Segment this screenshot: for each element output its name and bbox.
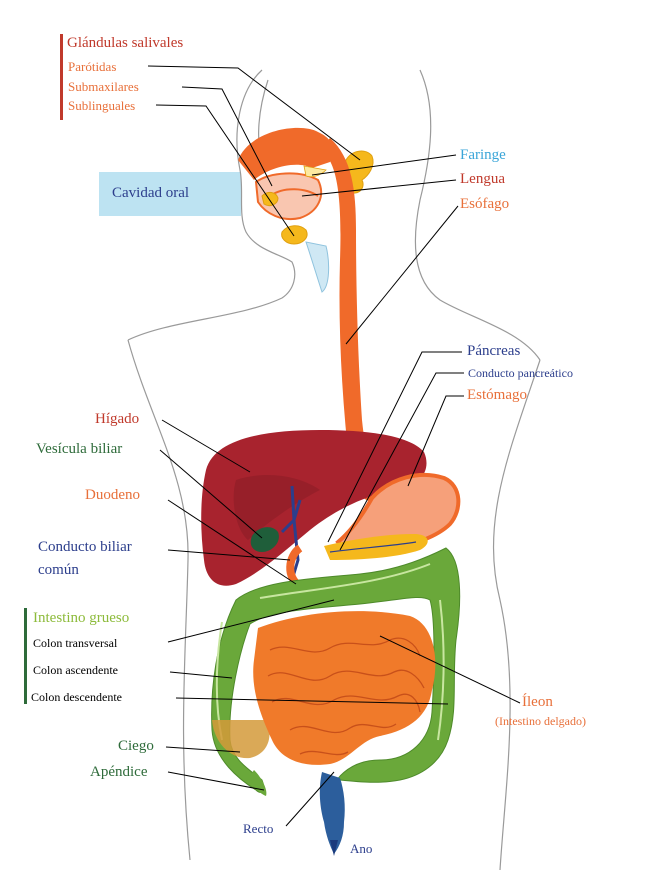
ascending-colon-label: Colon ascendente	[33, 663, 118, 677]
sublingual-gland	[261, 191, 279, 207]
oral-cavity-label: Cavidad oral	[112, 185, 190, 201]
cecum-label: Ciego	[118, 738, 154, 754]
pancreatic-duct-label: Conducto pancreático	[468, 366, 573, 380]
common-bile-duct-label-1: Conducto biliar	[38, 539, 132, 555]
appendix-label: Apéndice	[90, 764, 148, 780]
stomach-label: Estómago	[467, 387, 527, 403]
transverse-colon-label: Colon transversal	[33, 636, 118, 650]
cecum	[212, 720, 270, 759]
rectum-label: Recto	[243, 821, 274, 836]
descending-colon-label: Colon descendente	[31, 690, 122, 704]
common-bile-duct-label-2: común	[38, 562, 79, 578]
anus-label: Ano	[350, 841, 373, 856]
trachea	[305, 241, 330, 293]
rectum	[319, 772, 345, 854]
small-intestine-label: (Intestino delgado)	[495, 714, 586, 728]
oral-cavity-highlight	[99, 172, 241, 216]
duodenum-label: Duodeno	[85, 487, 140, 503]
esophagus-label: Esófago	[460, 196, 510, 212]
small-intestine	[253, 611, 436, 765]
salivary-glands-label: Glándulas salivales	[67, 35, 184, 51]
leader-lines	[147, 65, 521, 827]
submaxillary-gland	[281, 225, 308, 245]
gallbladder	[250, 527, 279, 552]
large-intestine-bracket	[24, 608, 27, 704]
parotid-label: Parótidas	[68, 59, 117, 74]
small-intestine-folds	[267, 637, 425, 756]
pharynx-label: Faringe	[460, 147, 506, 163]
pancreas-label: Páncreas	[467, 343, 521, 359]
ileum-label: Íleon	[522, 694, 553, 710]
esophagus	[320, 138, 384, 502]
liver-label: Hígado	[95, 411, 140, 427]
pharynx-area	[303, 165, 327, 178]
gallbladder-label: Vesícula biliar	[36, 441, 123, 457]
sublingual-label: Sublinguales	[68, 98, 136, 113]
submaxillary-label: Submaxilares	[68, 79, 139, 94]
salivary-bracket	[60, 34, 63, 120]
tongue-label: Lengua	[460, 171, 505, 187]
mouth-tongue	[254, 172, 323, 220]
large-intestine-label: Intestino grueso	[33, 610, 130, 626]
